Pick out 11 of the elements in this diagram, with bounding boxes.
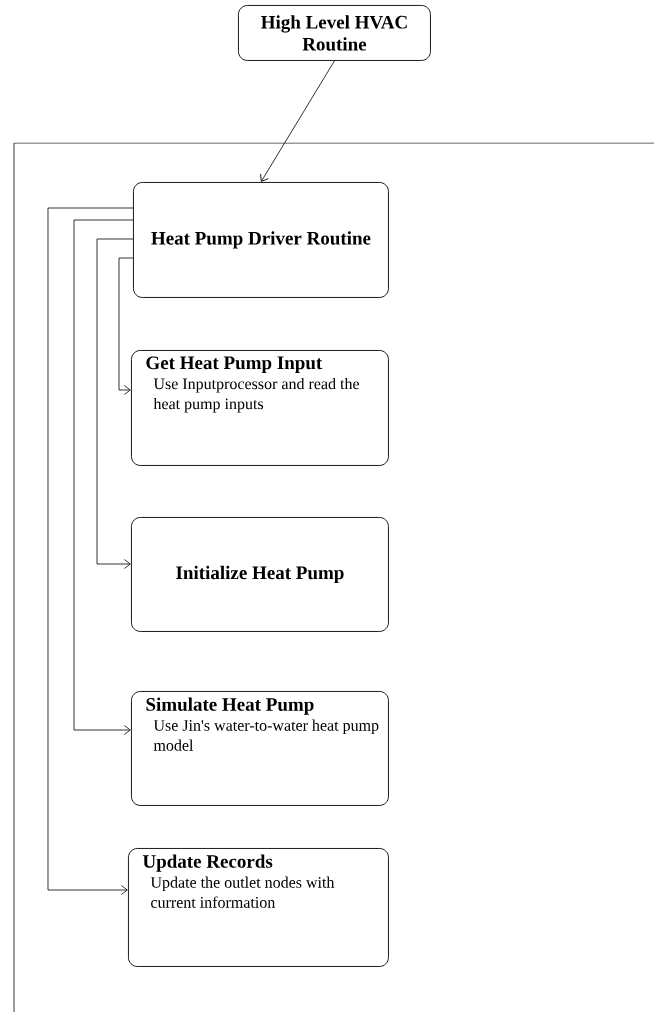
arrow bbox=[118, 257, 134, 395]
arrow bbox=[73, 219, 134, 735]
arrow bbox=[47, 207, 134, 895]
process-box: High Level HVAC Routine bbox=[238, 5, 431, 61]
arrow bbox=[96, 238, 134, 569]
process-box: Simulate Heat Pump Use Jin's water-to-water heat pump model bbox=[131, 691, 389, 806]
process-box: Get Heat Pump Input Use Inputprocessor and read the heat pump inputs bbox=[131, 350, 389, 466]
process-box: Heat Pump Driver Routine bbox=[133, 182, 389, 298]
process-box: Initialize Heat Pump bbox=[131, 517, 389, 632]
process-box: Update Records Update the outlet nodes with current information bbox=[128, 848, 389, 967]
arrow bbox=[260, 60, 335, 182]
